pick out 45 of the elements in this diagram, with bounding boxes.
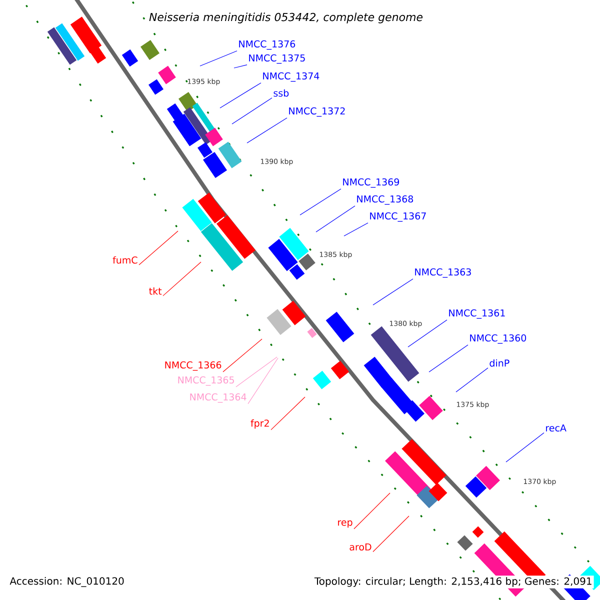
leader-line <box>372 516 410 552</box>
leader-line <box>344 222 368 236</box>
gene-label: NMCC_1363 <box>415 268 471 278</box>
leader-line <box>300 188 342 216</box>
leader-line <box>246 118 288 144</box>
leader-line <box>222 338 262 372</box>
leader-line <box>232 98 272 124</box>
gene-label: NMCC_1375 <box>249 54 305 64</box>
gene-label: dinP <box>490 359 510 367</box>
gene-label: recA <box>546 424 566 432</box>
footer-text: Topology: circular; Length: 2,153,416 bp; Genes: 2,091 <box>312 576 594 588</box>
gene-label: NMCC_1361 <box>449 309 505 319</box>
gene-label: NMCC_1364 <box>190 393 246 403</box>
gene-label: NMCC_1368 <box>357 195 414 205</box>
gene-label: NMCC_1366 <box>165 361 222 371</box>
gene-label: NMCC_1369 <box>343 178 400 188</box>
gene-label: NMCC_1372 <box>289 107 345 117</box>
gene-label: NMCC_1365 <box>178 376 234 386</box>
leader-line <box>220 82 262 108</box>
gene-label: fpr2 <box>250 419 269 429</box>
leader-line <box>506 432 544 462</box>
leader-line <box>316 206 356 232</box>
gene-label: fumC <box>112 256 138 264</box>
leader-line <box>236 356 278 388</box>
leader-line <box>408 320 448 348</box>
gene-label: tkt <box>149 287 162 295</box>
leader-line <box>456 368 488 392</box>
gene-label: NMCC_1367 <box>370 212 426 222</box>
leader-line <box>162 262 202 296</box>
gene-label: NMCC_1374 <box>263 72 320 82</box>
title: Neisseria meningitidis 053442, complete genome <box>149 12 423 24</box>
gene-label: aroD <box>350 543 372 551</box>
gene-label: NMCC_1376 <box>239 40 296 50</box>
leader-line <box>270 396 306 430</box>
leader-line <box>138 230 178 266</box>
footer-text: Accession: NC_010120 <box>8 576 126 588</box>
leader-line <box>200 50 238 66</box>
leader-line <box>428 344 468 372</box>
leader-line <box>234 64 248 68</box>
gene-label: ssb <box>274 89 289 97</box>
leader-line <box>372 278 414 306</box>
gene-label: NMCC_1360 <box>470 334 526 344</box>
leader-line <box>354 492 390 530</box>
gene-label: rep <box>338 520 352 528</box>
leader-line <box>248 358 278 404</box>
